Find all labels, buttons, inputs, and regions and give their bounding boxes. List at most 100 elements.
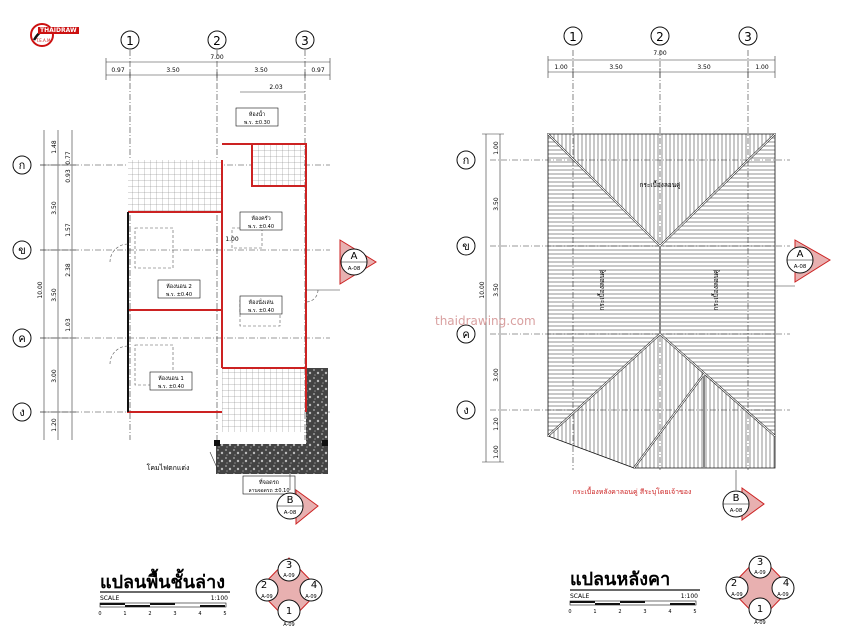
roof-col-3: 3 [744,30,752,44]
room-level-bed2: พ.ร. ±0.40 [166,292,192,298]
room-name-bath: ห้องน้ำ [249,110,265,118]
floor-scale-word: SCALE [100,595,119,602]
floor-room-labels: ห้องน้ำ พ.ร. ±0.30 ห้องครัว พ.ร. ±0.40 ห… [149,107,296,495]
roof-label-top: กระเบื้องลอนคู่ [639,180,680,189]
roof-left-dim-labels: 10.00 1.00 3.50 3.50 3.00 1.20 1.00 [479,141,500,459]
floor-scale-tick-3: 3 [173,611,176,617]
floor-section-a-sheet: A-08 [348,266,361,272]
roof-scale-bar [569,600,697,606]
floor-elev-1: 1 [286,606,292,617]
logo-text: THAIDRAW [38,27,79,34]
floor-dim-top-1: 0.97 [111,67,125,74]
roof-dim-left-4: 3.00 [493,368,500,382]
roof-elev-3: 3 [757,557,763,568]
floor-col-3: 3 [301,34,309,48]
floor-overall-depth: 10.00 [37,281,44,298]
floor-col-1: 1 [126,34,134,48]
floor-dim-left-1: 1.48 [51,140,58,154]
floor-dim-left-3: 0.93 [65,169,72,183]
floor-top-dimensions [105,58,331,93]
roof-scale-ratio: 1:100 [681,593,698,600]
roof-elev-4: 4 [783,578,789,589]
floor-elev-1-sheet: A-09 [283,622,294,628]
floor-dim-left-2: 0.77 [65,151,72,165]
roof-elevation-key [725,555,795,621]
floor-dim-left-8: 1.03 [65,318,72,332]
roof-scale-tick-1: 1 [593,609,596,615]
roof-scale-tick-0: 0 [568,609,571,615]
roof-elev-1: 1 [757,604,763,615]
roof-left-dimensions [482,133,504,463]
floor-scale-ratio: 1:100 [211,595,228,602]
floor-dim-left-4: 3.50 [51,201,58,215]
floor-elev-4: 4 [311,580,317,591]
roof-section-b-marker [722,470,765,521]
roof-elev-3-sheet: A-09 [754,570,765,576]
room-name-bed2: ห้องนอน 2 [166,283,192,290]
floor-row-bubbles [12,155,32,422]
floor-dim-inner: 2.03 [269,84,283,91]
roof-dim-left-2: 3.50 [493,197,500,211]
room-level-carport: ลานจอดรถ ±0.10 [248,488,289,494]
roof-material-note: กระเบื้องหลังคาลอนคู่ สีระบุโดยเจ้าของ [573,485,692,496]
floor-row-4: ง [19,406,24,419]
floor-dim-left-9: 3.00 [51,369,58,383]
roof-row-4: ง [463,404,468,417]
floor-plan-title: แปลนพื้นชั้นล่าง [100,568,225,593]
roof-scale-ticks: 0 1 2 3 4 5 [568,609,696,615]
roof-section-a-marker [775,239,831,287]
floor-left-dim-labels: 10.00 1.48 0.77 0.93 3.50 1.57 2.38 3.50… [37,140,72,432]
floor-overall-width: 7.00 [210,54,224,61]
floor-dim-top-2: 3.50 [166,67,180,74]
roof-row-2: ข [462,240,470,253]
roof-surface [547,133,776,469]
floor-section-b-sheet: A-08 [284,510,297,516]
room-name-living: ห้องนั่งเล่น [248,298,273,306]
roof-label-left: กระเบื้องลอนคู่ [597,269,606,310]
floor-elevation-key [255,557,323,623]
floor-scale-tick-0: 0 [98,611,101,617]
floor-elev-2-sheet: A-09 [261,594,272,600]
logo-subtext: T.E.A.M. [36,38,52,43]
floor-dim-top-3: 3.50 [254,67,268,74]
floor-row-2: ข [18,244,26,257]
roof-dim-left-5: 1.20 [493,417,500,431]
roof-col-1: 1 [569,30,577,44]
floor-row-1: ก [19,159,26,172]
floor-dim-left-10: 1.20 [51,418,58,432]
floor-elev-2: 2 [261,580,267,591]
room-name-carport: ที่จอดรถ [259,478,279,486]
floor-scale-bar [99,602,227,608]
floor-walls [127,143,328,474]
roof-dim-left-3: 3.50 [493,283,500,297]
floor-section-b-marker [276,474,319,526]
roof-overall-depth: 10.00 [479,281,486,298]
floor-elev-3-sheet: A-09 [283,573,294,579]
roof-col-bubbles [563,26,758,46]
roof-label-right: กระเบื้องลอนคู่ [711,269,720,310]
floor-elev-4-sheet: A-09 [305,594,316,600]
lamp-note: โคมไฟตกแต่ง [147,463,190,472]
room-level-bed1: พ.ร. ±0.40 [158,384,184,390]
room-level-living: พ.ร. ±0.40 [248,308,274,314]
floor-scale-tick-1: 1 [123,611,126,617]
roof-section-b-letter: B [733,493,740,504]
roof-dim-top-4: 1.00 [755,64,769,71]
watermark: thaidrawing.com [435,314,536,328]
floor-scale-tick-5: 5 [223,611,226,617]
roof-elev-1-sheet: A-09 [754,620,765,626]
floor-col-bubbles [120,30,315,50]
floor-section-b-letter: B [287,495,294,506]
floor-section-a-letter: A [351,251,358,262]
roof-scale-word: SCALE [570,593,589,600]
room-level-bath: พ.ร. ±0.30 [244,120,270,126]
floor-dim-left-6: 2.38 [65,263,72,277]
floor-dim-top-4: 0.97 [311,67,325,74]
floor-scale-tick-4: 4 [198,611,201,617]
roof-dim-top-1: 1.00 [554,64,568,71]
floor-dim-left-5: 1.57 [65,223,72,237]
roof-section-a-letter: A [797,249,804,260]
roof-dim-top-2: 3.50 [609,64,623,71]
